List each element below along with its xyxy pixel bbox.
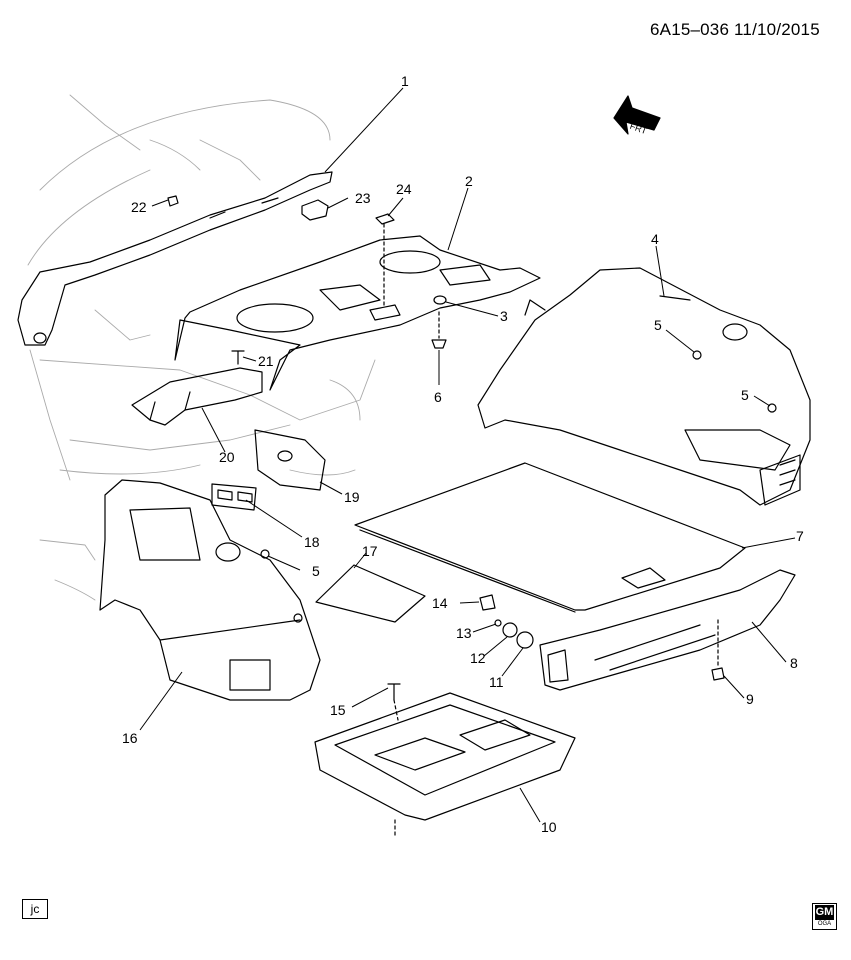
callout-18: 18 bbox=[304, 534, 320, 550]
part-7-load-floor bbox=[354, 462, 746, 613]
part-1-shelf-trim bbox=[17, 171, 333, 346]
part-22-fastener bbox=[167, 195, 179, 207]
part-23-clip bbox=[301, 199, 329, 221]
callout-numbers: 1 2 3 4 5 5 5 6 7 8 9 10 11 12 13 14 15 … bbox=[122, 73, 804, 835]
part-3-nut bbox=[433, 295, 447, 305]
part-4-right-side-trim bbox=[477, 267, 811, 506]
car-body-background bbox=[27, 94, 376, 601]
part-2-compartment-panel bbox=[174, 235, 541, 391]
part-5-pushpin-c bbox=[260, 549, 303, 623]
part-17-cover bbox=[315, 564, 426, 623]
part-20-bracket bbox=[131, 367, 263, 426]
callout-21: 21 bbox=[258, 353, 274, 369]
callout-16: 16 bbox=[122, 730, 138, 746]
callout-15: 15 bbox=[330, 702, 346, 718]
part-5-pushpin-a bbox=[692, 350, 702, 360]
part-13-screw bbox=[494, 619, 502, 627]
callout-8: 8 bbox=[790, 655, 798, 671]
callout-3: 3 bbox=[500, 308, 508, 324]
callout-17: 17 bbox=[362, 543, 378, 559]
callout-5a: 5 bbox=[654, 317, 662, 333]
callout-4: 4 bbox=[651, 231, 659, 247]
callout-6: 6 bbox=[434, 389, 442, 405]
callout-12: 12 bbox=[470, 650, 486, 666]
callout-5b: 5 bbox=[741, 387, 749, 403]
callout-2: 2 bbox=[465, 173, 473, 189]
part-5-pushpin-b bbox=[767, 403, 777, 413]
callout-14: 14 bbox=[432, 595, 448, 611]
leader-lines bbox=[139, 87, 796, 823]
part-11-grommet bbox=[516, 631, 534, 649]
part-6-nut bbox=[431, 311, 447, 349]
part-24-clip bbox=[375, 213, 395, 306]
gm-logo-letters: GM bbox=[815, 905, 834, 920]
callout-13: 13 bbox=[456, 625, 472, 641]
callout-9: 9 bbox=[746, 691, 754, 707]
callout-23: 23 bbox=[355, 190, 371, 206]
callout-19: 19 bbox=[344, 489, 360, 505]
part-12-grommet bbox=[502, 622, 518, 638]
part-14-retainer bbox=[479, 594, 496, 611]
part-16-left-side-trim bbox=[99, 479, 321, 701]
front-direction-arrow-icon bbox=[613, 95, 661, 135]
callout-20: 20 bbox=[219, 449, 235, 465]
callout-10: 10 bbox=[541, 819, 557, 835]
artist-initials-box: jc bbox=[22, 899, 48, 919]
callout-22: 22 bbox=[131, 199, 147, 215]
part-18-label bbox=[211, 483, 257, 511]
callout-5c: 5 bbox=[312, 563, 320, 579]
part-21-pin bbox=[231, 350, 245, 365]
gm-logo: GM OGA bbox=[812, 903, 837, 930]
part-9-clip bbox=[711, 619, 725, 681]
callout-11: 11 bbox=[489, 674, 504, 690]
part-15-pin bbox=[387, 683, 401, 721]
part-8-sill-plate bbox=[539, 569, 796, 691]
callout-7: 7 bbox=[796, 528, 804, 544]
callout-24: 24 bbox=[396, 181, 412, 197]
diagram-code: 6A15–036 11/10/2015 bbox=[650, 20, 820, 39]
callout-1: 1 bbox=[401, 73, 409, 89]
part-19-access-cover bbox=[254, 429, 326, 491]
gm-logo-sub: OGA bbox=[817, 921, 832, 927]
part-10-storage-tray bbox=[314, 692, 576, 837]
